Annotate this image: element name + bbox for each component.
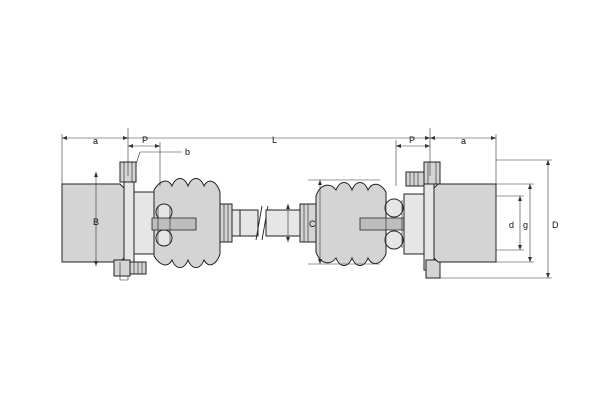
left-shaft-collar <box>219 203 241 243</box>
label-p-left: P <box>142 135 148 145</box>
label-C: C <box>309 219 316 229</box>
dimension-labels: a P b L P a B C d g D <box>93 135 559 230</box>
label-g: g <box>523 220 528 230</box>
left-boot <box>151 178 221 268</box>
label-b: b <box>185 147 190 157</box>
dimension-lines <box>61 128 552 279</box>
label-D: D <box>552 220 559 230</box>
left-hub <box>61 161 157 281</box>
label-a-left: a <box>93 136 98 146</box>
label-B: B <box>93 217 99 227</box>
label-L: L <box>272 135 277 145</box>
label-a-right: a <box>461 136 466 146</box>
central-tube <box>239 205 301 241</box>
label-d: d <box>509 220 514 230</box>
label-p-right: P <box>409 135 415 145</box>
right-hub <box>403 161 497 279</box>
right-boot <box>315 182 405 266</box>
